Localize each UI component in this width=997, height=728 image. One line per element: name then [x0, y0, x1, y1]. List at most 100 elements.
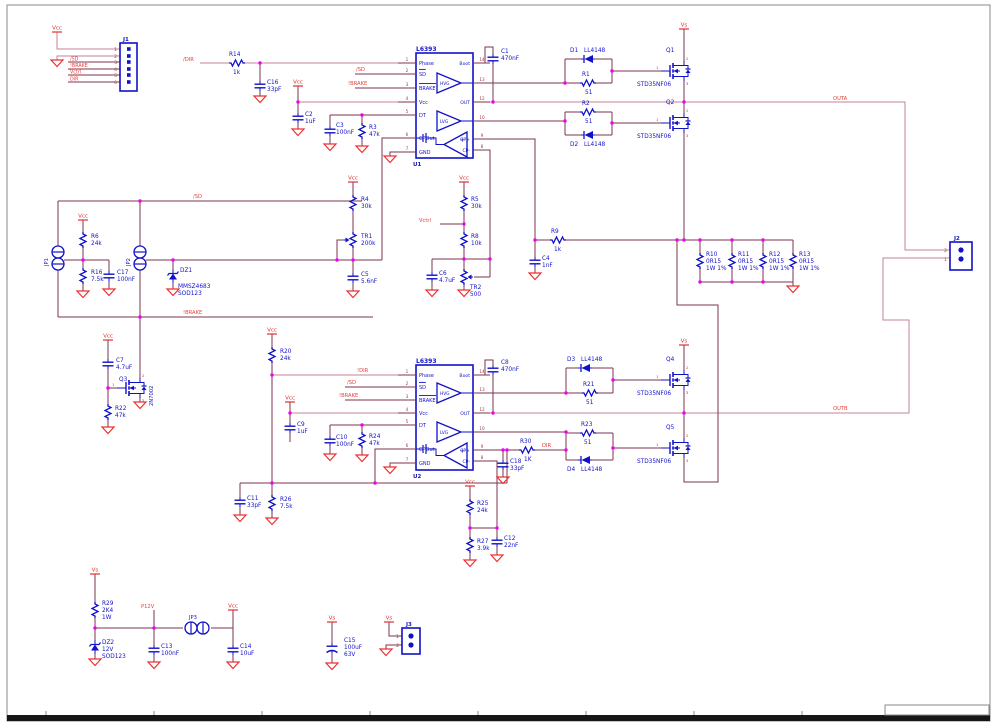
capacitor-C6[interactable]: C64.7uF	[426, 271, 456, 284]
junction-dot	[501, 448, 505, 452]
ground-icon	[462, 559, 478, 568]
pin-number: 13	[479, 387, 485, 392]
pin-number: 2	[944, 248, 947, 254]
component-label: 47k	[115, 413, 126, 419]
pin-number: 2	[406, 381, 409, 386]
capacitor-C5[interactable]: C55.6nF	[347, 272, 378, 285]
pin-number: 1	[406, 57, 409, 62]
jumper-JP2[interactable]: JP2	[126, 245, 147, 271]
comparator-triangle	[442, 441, 468, 470]
component-label: R20	[280, 349, 292, 355]
power-symbol-vs: Vs	[327, 616, 337, 623]
power-symbol-vs: Vs	[90, 568, 100, 575]
pin-number: 1	[656, 118, 658, 122]
pin-pad	[408, 642, 414, 648]
component-label: 1k	[554, 247, 562, 253]
pin-number: 3	[142, 399, 144, 403]
capacitor-C7[interactable]: C74.7uF	[102, 358, 133, 371]
component-label: C11	[247, 496, 259, 502]
wire	[167, 271, 179, 276]
jumper-JP1[interactable]: JP1	[44, 245, 65, 271]
ground-icon	[165, 288, 181, 297]
pin-number: 4	[406, 407, 409, 412]
pin-number: 13	[479, 77, 485, 82]
wire	[229, 58, 245, 68]
net-label-sd: /SD	[193, 194, 202, 200]
component-label: R27	[477, 539, 489, 545]
comparator-plus: +	[460, 137, 465, 144]
net-label-brake: !BRAKE	[70, 63, 88, 69]
jumper-JP3[interactable]: JP3	[184, 615, 210, 635]
ic-U1[interactable]: L6393U11Phase2SD3BRAKE4Vcc5DT6CPOut7GND1…	[398, 46, 490, 168]
junction-dot	[564, 448, 568, 452]
wire	[140, 390, 145, 394]
junction-dot	[288, 411, 292, 415]
wire	[580, 428, 596, 438]
ic-U2[interactable]: L6393U21Phase2SD3BRAKE4Vcc5DT6CPOut7GND1…	[398, 358, 490, 480]
power-label: Vs	[681, 339, 688, 345]
wire	[357, 432, 367, 448]
component-label: R22	[115, 406, 127, 412]
component-label: R3	[369, 125, 377, 131]
component-label: 24k	[91, 241, 102, 247]
wiper-arrow	[467, 274, 472, 280]
pin-number: 8	[481, 455, 484, 460]
wire	[357, 123, 367, 139]
